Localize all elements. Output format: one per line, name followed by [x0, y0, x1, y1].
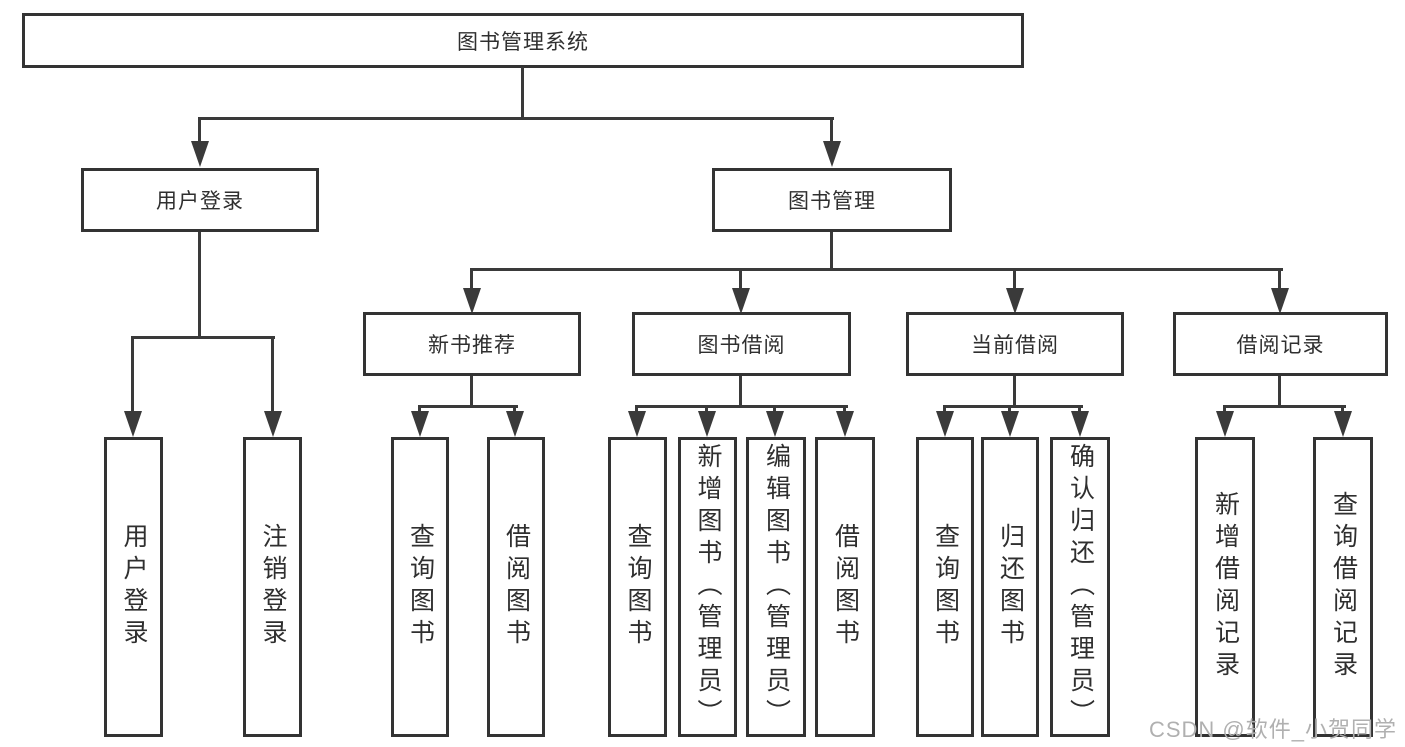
leaf-add-book-admin: 新增图书（管理员） — [678, 437, 737, 737]
node-book-borrowing: 图书借阅 — [632, 312, 851, 376]
leaf-label: 新增借阅记录 — [1211, 491, 1240, 683]
connector-line — [739, 269, 742, 291]
leaf-label: 新增图书（管理员） — [694, 443, 722, 731]
leaf-label: 借阅图书 — [502, 523, 531, 651]
connector-line — [1278, 269, 1281, 291]
connector-line — [198, 117, 834, 120]
connector-line — [943, 406, 946, 414]
leaf-label: 查询图书 — [406, 523, 435, 651]
leaf-confirm-return-admin: 确认归还（管理员） — [1050, 437, 1110, 737]
leaf-label: 借阅图书 — [831, 523, 860, 651]
leaf-label: 归还图书 — [996, 523, 1025, 651]
connector-line — [1013, 376, 1016, 408]
leaf-label: 查询图书 — [931, 523, 960, 651]
node-borrowing-records: 借阅记录 — [1173, 312, 1388, 376]
leaf-edit-book-admin: 编辑图书（管理员） — [746, 437, 806, 737]
leaf-label: 编辑图书（管理员） — [762, 443, 791, 731]
connector-line — [131, 337, 134, 413]
connector-line — [635, 406, 638, 414]
leaf-label: 查询图书 — [624, 523, 652, 651]
connector-line — [470, 376, 473, 408]
connector-line — [470, 268, 1283, 271]
connector-line — [198, 232, 201, 339]
connector-line — [470, 269, 473, 291]
arrow-head — [628, 411, 646, 437]
arrow-head — [1216, 411, 1234, 437]
arrow-head — [506, 411, 524, 437]
leaf-query-books: 查询图书 — [391, 437, 449, 737]
arrow-head — [463, 288, 481, 314]
node-new-book-recommendation: 新书推荐 — [363, 312, 581, 376]
connector-line — [513, 406, 516, 414]
leaf-query-books: 查询图书 — [608, 437, 667, 737]
leaf-borrow-books: 借阅图书 — [815, 437, 875, 737]
leaf-label: 注销登录 — [259, 523, 287, 651]
leaf-label: 查询借阅记录 — [1329, 491, 1358, 683]
leaf-label: 用户登录 — [120, 523, 148, 651]
leaf-user-login: 用户登录 — [104, 437, 163, 737]
leaf-logout: 注销登录 — [243, 437, 302, 737]
connector-line — [1223, 405, 1346, 408]
arrow-head — [264, 411, 282, 437]
arrow-head — [1334, 411, 1352, 437]
connector-line — [943, 405, 1083, 408]
arrow-head — [1271, 288, 1289, 314]
leaf-add-borrow-record: 新增借阅记录 — [1195, 437, 1255, 737]
arrow-head — [936, 411, 954, 437]
arrow-head — [411, 411, 429, 437]
connector-line — [635, 405, 848, 408]
connector-line — [1341, 406, 1344, 414]
connector-line — [1278, 376, 1281, 408]
connector-line — [830, 232, 833, 270]
arrow-head — [766, 411, 784, 437]
leaf-borrow-books: 借阅图书 — [487, 437, 545, 737]
connector-line — [418, 406, 421, 414]
arrow-head — [732, 288, 750, 314]
node-book-management: 图书管理 — [712, 168, 952, 232]
connector-line — [198, 118, 201, 143]
connector-line — [521, 67, 524, 118]
arrow-head — [836, 411, 854, 437]
connector-line — [1223, 406, 1226, 414]
connector-line — [418, 405, 518, 408]
node-library-management-system: 图书管理系统 — [22, 13, 1024, 68]
arrow-head — [191, 141, 209, 167]
leaf-query-borrow-record: 查询借阅记录 — [1313, 437, 1373, 737]
connector-line — [843, 406, 846, 414]
connector-line — [1008, 406, 1011, 414]
arrow-head — [124, 411, 142, 437]
connector-line — [271, 337, 274, 413]
node-user-login: 用户登录 — [81, 168, 319, 232]
arrow-head — [823, 141, 841, 167]
connector-line — [705, 406, 708, 414]
leaf-label: 确认归还（管理员） — [1066, 443, 1095, 731]
connector-line — [773, 406, 776, 414]
connector-line — [830, 118, 833, 143]
connector-line — [131, 336, 275, 339]
connector-line — [1013, 269, 1016, 291]
connector-line — [739, 376, 742, 408]
leaf-return-books: 归还图书 — [981, 437, 1039, 737]
leaf-query-books: 查询图书 — [916, 437, 974, 737]
arrow-head — [1006, 288, 1024, 314]
arrow-head — [1001, 411, 1019, 437]
arrow-head — [1071, 411, 1089, 437]
arrow-head — [698, 411, 716, 437]
node-current-borrowing: 当前借阅 — [906, 312, 1124, 376]
connector-line — [1078, 406, 1081, 414]
watermark: CSDN @软件_小贺同学 — [1148, 717, 1397, 742]
